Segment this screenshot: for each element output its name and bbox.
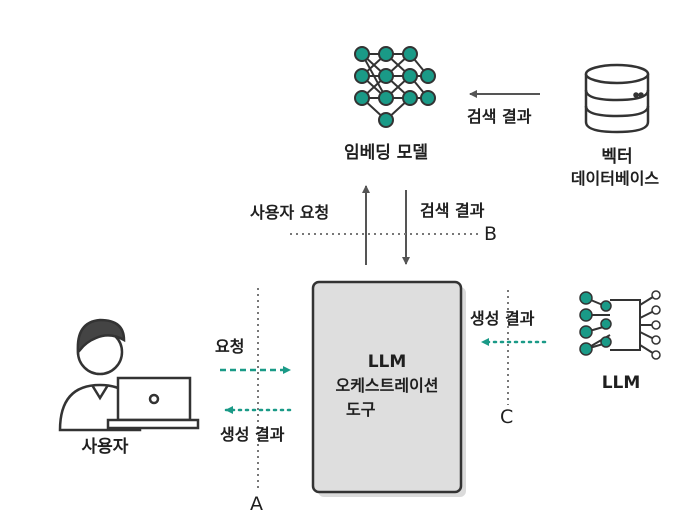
embedding-model-label: 임베딩 모델 xyxy=(343,143,429,163)
vector-db-label-line2: 데이터베이스 xyxy=(570,169,660,188)
orchestrator-box xyxy=(311,280,466,497)
boundary-a-label: A xyxy=(250,493,263,515)
vector-to-embedding-label: 검색 결과 xyxy=(467,107,532,126)
orchestrator-label-line3: 도구 xyxy=(346,400,376,419)
embedding-to-orchestrator-label: 검색 결과 xyxy=(420,201,485,220)
embedding-model-icon xyxy=(354,46,436,128)
llm-label: LLM xyxy=(601,373,641,393)
llm-icon xyxy=(579,290,661,360)
database-icon xyxy=(584,63,650,134)
boundary-b-label: B xyxy=(484,223,498,245)
orchestrator-label-line2: 오케스트레이션 xyxy=(335,376,439,395)
vector-db-label-line1: 벡터 xyxy=(601,147,633,167)
user-to-orchestrator-label: 요청 xyxy=(215,337,245,356)
orchestrator-to-user-label: 생성 결과 xyxy=(220,425,285,444)
orchestrator-label-line1: LLM xyxy=(367,352,407,372)
boundary-c-label: C xyxy=(500,406,514,428)
llm-to-orchestrator-label: 생성 결과 xyxy=(470,309,535,328)
user-icon xyxy=(58,318,200,432)
orchestrator-to-embedding-label: 사용자 요청 xyxy=(250,203,330,222)
user-label: 사용자 xyxy=(81,437,129,457)
